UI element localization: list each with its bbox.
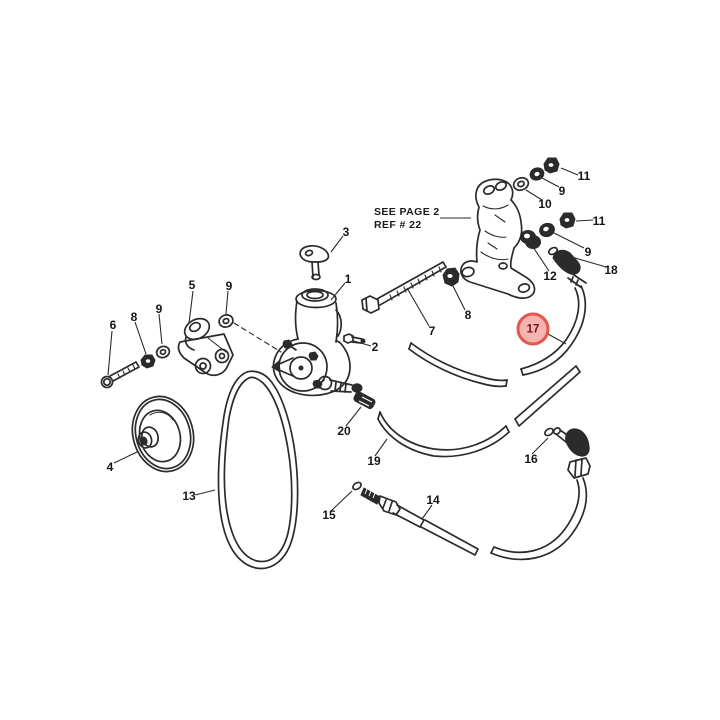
nut-11-top-drawing <box>543 157 560 174</box>
washer-9-mid-drawing <box>539 222 555 238</box>
callout-16[interactable]: 16 <box>524 452 538 466</box>
callout-13[interactable]: 13 <box>182 489 196 503</box>
hose-17-drawing <box>408 249 587 388</box>
callout-18[interactable]: 18 <box>604 263 618 277</box>
callout-9[interactable]: 9 <box>155 302 163 316</box>
callout-7[interactable]: 7 <box>428 324 436 338</box>
callout-4[interactable]: 4 <box>106 460 114 474</box>
callout-14[interactable]: 14 <box>426 493 440 507</box>
callout-11[interactable]: 11 <box>577 169 591 183</box>
bracket-5-drawing <box>177 317 234 377</box>
see-page-note-line2: REF # 22 <box>374 219 422 231</box>
callout-2[interactable]: 2 <box>371 340 379 354</box>
washer-9-top-drawing <box>529 167 545 181</box>
callout-9[interactable]: 9 <box>225 279 233 293</box>
hose-19-drawing <box>377 365 581 458</box>
callout-8[interactable]: 8 <box>464 308 472 322</box>
washer-9-left1-drawing <box>155 345 171 359</box>
callout-10[interactable]: 10 <box>538 197 552 211</box>
see-page-note-line1: SEE PAGE 2 <box>374 206 440 218</box>
callout-6[interactable]: 6 <box>109 318 117 332</box>
see-page-note: SEE PAGE 2 REF # 22 <box>374 206 440 232</box>
nut-8-right-drawing <box>442 267 460 287</box>
washer-10-drawing <box>512 176 530 192</box>
callout-8[interactable]: 8 <box>130 310 138 324</box>
callout-9[interactable]: 9 <box>584 245 592 259</box>
callout-5[interactable]: 5 <box>188 278 196 292</box>
washer-9-left2-drawing <box>218 314 234 328</box>
pump-drawing <box>271 288 363 397</box>
callout-19[interactable]: 19 <box>367 454 381 468</box>
callout-11[interactable]: 11 <box>592 214 606 228</box>
bolt-6-drawing <box>100 361 140 389</box>
callout-3[interactable]: 3 <box>342 225 350 239</box>
oring-15-drawing <box>352 481 362 491</box>
hose-14-drawing <box>360 427 591 561</box>
highlighted-callout-label: 17 <box>526 323 540 335</box>
bolt-7-drawing <box>361 261 447 314</box>
bushing-12-drawing <box>520 230 541 249</box>
oring-16-drawing <box>544 427 554 437</box>
callout-12[interactable]: 12 <box>543 269 557 283</box>
nut-11-mid-drawing <box>559 212 576 229</box>
pulley-drawing <box>131 395 195 473</box>
nut-8-left-drawing <box>140 354 156 369</box>
leader-lines <box>107 167 607 520</box>
key-drawing <box>299 245 330 281</box>
callout-9[interactable]: 9 <box>558 184 566 198</box>
bracket-see-page-2-drawing <box>460 178 536 299</box>
clamp-20-drawing <box>353 391 376 410</box>
assembly-axis-dashed-line <box>233 322 282 353</box>
callout-15[interactable]: 15 <box>322 508 336 522</box>
highlighted-callout-17[interactable]: 17 <box>516 312 550 346</box>
callout-20[interactable]: 20 <box>337 424 351 438</box>
belt-drawing <box>217 370 299 570</box>
callout-1[interactable]: 1 <box>344 272 352 286</box>
